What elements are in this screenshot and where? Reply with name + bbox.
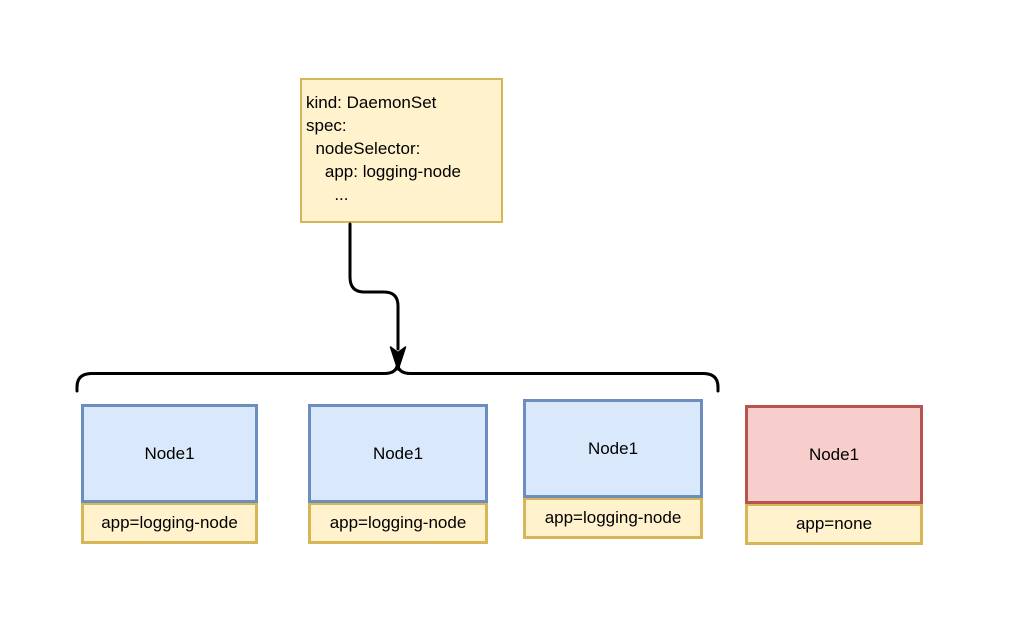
node-3: Node1 app=logging-node	[523, 399, 703, 539]
node-1: Node1 app=logging-node	[81, 404, 258, 544]
node-1-label: app=logging-node	[81, 503, 258, 544]
node-2-box: Node1	[308, 404, 488, 503]
arrowhead-icon	[389, 346, 407, 371]
node-4: Node1 app=none	[745, 405, 923, 545]
node-4-label: app=none	[745, 504, 923, 545]
node-3-box: Node1	[523, 399, 703, 498]
node-1-name: Node1	[144, 443, 195, 463]
node-2-label: app=logging-node	[308, 503, 488, 544]
node-4-box: Node1	[745, 405, 923, 504]
node-3-name: Node1	[587, 438, 639, 458]
flow-arrow	[348, 222, 400, 351]
selector-bracket	[75, 362, 720, 393]
daemonset-spec-text: kind: DaemonSet spec: nodeSelector: app:…	[306, 93, 462, 204]
node-3-label: app=logging-node	[523, 498, 703, 539]
node-4-name: Node1	[808, 444, 860, 464]
node-2-name: Node1	[372, 443, 424, 463]
node-2: Node1 app=logging-node	[308, 404, 488, 544]
node-1-box: Node1	[81, 404, 258, 503]
daemonset-spec-box: kind: DaemonSet spec: nodeSelector: app:…	[300, 78, 503, 223]
